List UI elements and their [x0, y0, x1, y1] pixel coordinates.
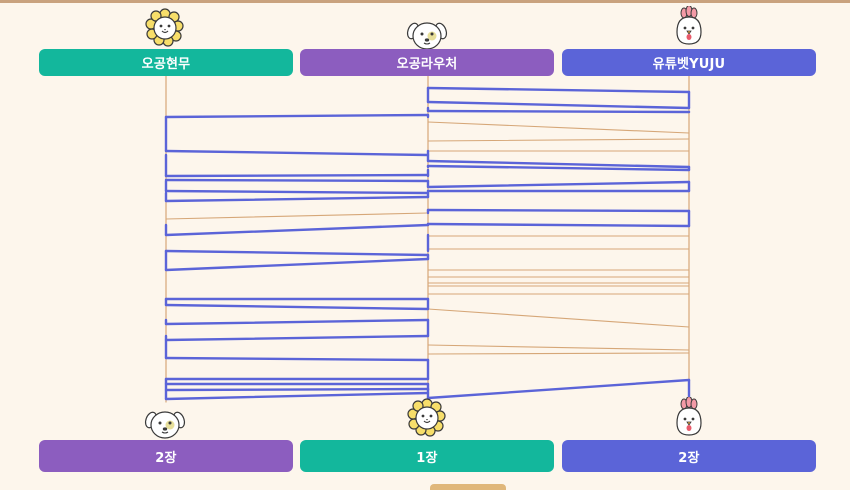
ladder-rung [165, 212, 429, 220]
bottom-handle[interactable] [430, 484, 506, 490]
player-name-3[interactable]: 유튜벳YUJU [562, 49, 816, 76]
result-avatar-3 [667, 397, 711, 441]
ladder-path-rung [164, 189, 430, 195]
ladder-rung [427, 308, 690, 328]
ladder-path-rung [164, 356, 430, 362]
top-accent-bar [0, 0, 850, 3]
ladder-path-rung [426, 159, 691, 169]
result-label-1: 2장 [39, 440, 293, 472]
ladder-path-rung [426, 164, 691, 172]
ladder-path-rung [426, 180, 691, 189]
player-name-1[interactable]: 오공현무 [39, 49, 293, 76]
dog-icon [143, 402, 187, 446]
ladder-path-rung [426, 208, 691, 213]
ladder-path-rung [426, 100, 691, 110]
player-avatar-2 [405, 13, 449, 57]
ladder-path-rung [426, 378, 691, 400]
dog-icon [405, 13, 449, 57]
ladder-path-rung [164, 113, 430, 119]
ladder-path-rung [164, 387, 430, 392]
ladder-rung [427, 352, 690, 355]
lion-icon [143, 6, 187, 50]
player-avatar-3 [667, 6, 711, 50]
ladder-path-rung [164, 249, 430, 257]
result-avatar-1 [143, 402, 187, 446]
ladder-rung [427, 344, 690, 351]
player-name-2[interactable]: 오공라우처 [300, 49, 554, 76]
ladder-path-rung [426, 86, 691, 94]
ladder-path-rung [164, 318, 430, 326]
ladder-path-rung [164, 303, 430, 311]
ladder-path-rung [164, 178, 430, 183]
ladder-path-rung [164, 173, 430, 178]
player-avatar-1 [143, 6, 187, 50]
ladder-path-rung [164, 195, 430, 203]
chicken-icon [667, 6, 711, 50]
result-label-2: 1장 [300, 440, 554, 472]
ladder-path-rung [164, 223, 430, 237]
ladder-rung [427, 138, 690, 142]
ladder-path-rung [164, 391, 430, 401]
ladder-path-rung [164, 257, 430, 272]
lion-icon [405, 396, 449, 440]
ladder-rung [427, 121, 690, 134]
result-label-3: 2장 [562, 440, 816, 472]
ladder-path-rung [426, 222, 691, 228]
ladder-path-rung [426, 109, 691, 114]
ladder-path-rung [164, 149, 430, 157]
chicken-icon [667, 397, 711, 441]
ladder-path-rung [164, 334, 430, 342]
result-avatar-2 [405, 396, 449, 440]
